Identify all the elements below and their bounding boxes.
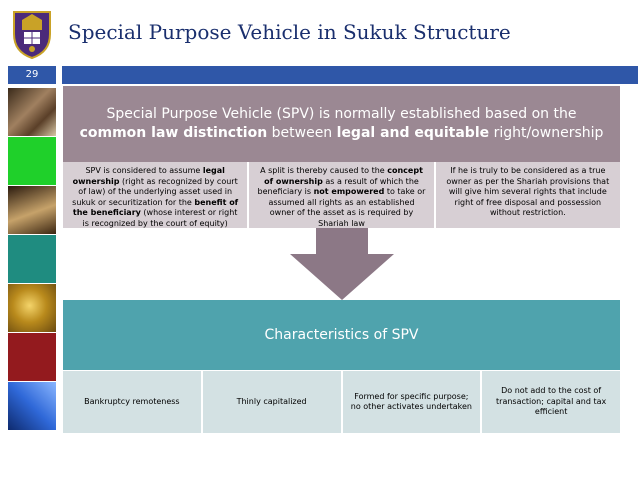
university-crest-icon <box>13 11 51 60</box>
side-image-teal <box>8 235 56 283</box>
spv-definition-points: SPV is considered to assume legal owners… <box>63 162 620 228</box>
side-image-stock-chart <box>8 382 56 430</box>
slide-title: Special Purpose Vehicle in Sukuk Structu… <box>68 20 511 44</box>
spv-definition-header: Special Purpose Vehicle (SPV) is normall… <box>63 86 620 162</box>
point-legal-ownership: SPV is considered to assume legal owners… <box>63 162 248 228</box>
side-image-open-book <box>8 186 56 234</box>
point-true-owner: If he is truly to be considered as a tru… <box>435 162 620 228</box>
characteristic-item: Do not add to the cost of transaction; c… <box>482 371 620 433</box>
characteristic-item: Thinly capitalized <box>202 371 341 433</box>
characteristic-item: Bankruptcy remoteness <box>63 371 201 433</box>
arrow-down-icon <box>290 228 394 300</box>
slide-number: 29 <box>8 66 56 84</box>
characteristics-header: Characteristics of SPV <box>63 300 620 370</box>
characteristics-list: Bankruptcy remoteness Thinly capitalized… <box>63 371 620 433</box>
side-image-green <box>8 137 56 185</box>
characteristic-item: Formed for specific purpose; no other ac… <box>342 371 481 433</box>
side-image-strip <box>8 88 56 431</box>
side-image-books <box>8 88 56 136</box>
point-split-ownership: A split is thereby caused to the concept… <box>249 162 434 228</box>
side-image-coins <box>8 284 56 332</box>
header-bar <box>62 66 638 84</box>
side-image-maroon <box>8 333 56 381</box>
